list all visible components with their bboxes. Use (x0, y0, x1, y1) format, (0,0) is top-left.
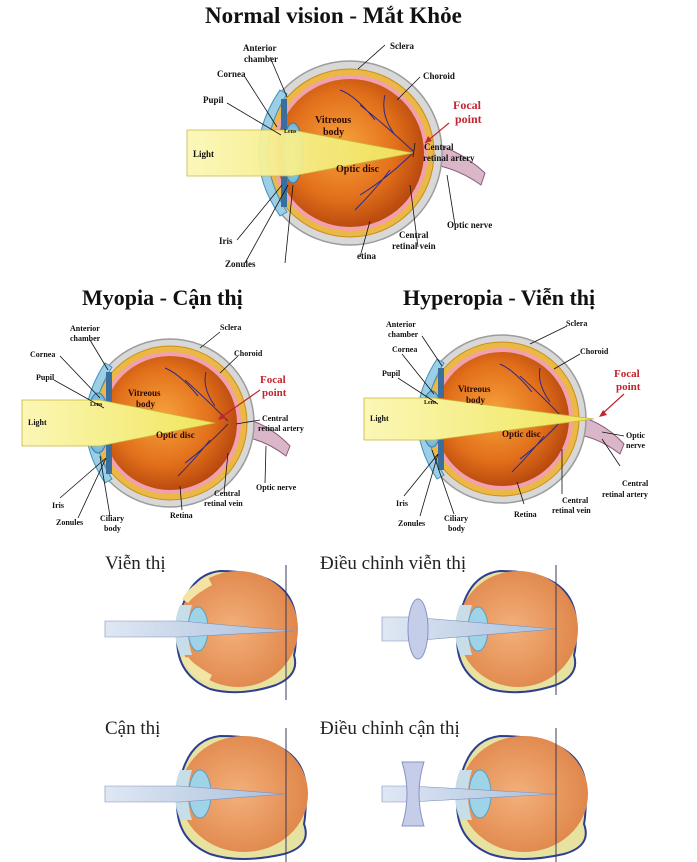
label-central-vein: Central (562, 496, 589, 505)
leader-lines (226, 44, 456, 264)
label-vitreous-body: body (136, 399, 156, 409)
label-focal: Focal (614, 368, 640, 380)
label-choroid: Choroid (423, 71, 455, 81)
label-optic-disc: Optic disc (156, 430, 195, 440)
label-cornea: Cornea (30, 350, 55, 359)
label-pupil: Pupil (382, 369, 401, 378)
label-vitreous: Vitreous (315, 115, 351, 126)
label-central-vein: Central (214, 489, 241, 498)
myopia-eye-diagram: Vitreous body Optic disc Lens Light Ante… (21, 323, 304, 533)
label-point: point (262, 387, 287, 399)
light-beam (186, 129, 414, 177)
label-ciliary: Ciliary (100, 514, 124, 523)
label-ciliary-body: body (104, 524, 121, 533)
label-central: Central (262, 414, 289, 423)
label-retinal-artery: retinal artery (602, 490, 648, 499)
normal-vision-title: Normal vision - Mắt Khỏe (205, 3, 462, 28)
label-vitreous-body: body (323, 127, 344, 138)
label-optic-disc: Optic disc (336, 164, 380, 175)
myopia-corrected-diagram (381, 728, 588, 862)
label-central-vein: Central (399, 230, 429, 240)
label-zonules: Zonules (225, 259, 256, 269)
label-optic-nerve: Optic nerve (256, 483, 297, 492)
label-retina: etina (357, 251, 376, 261)
label-choroid: Choroid (580, 347, 609, 356)
label-lens: Lens (424, 400, 437, 406)
label-sclera: Sclera (220, 323, 241, 332)
label-light: Light (193, 149, 214, 159)
myopia-title: Myopia - Cận thị (82, 285, 243, 310)
label-ciliary: Ciliary (444, 514, 468, 523)
label-choroid: Choroid (234, 349, 263, 358)
label-iris: Iris (396, 499, 408, 508)
label-light: Light (370, 414, 389, 423)
label-light: Light (28, 418, 47, 427)
label-central: Central (622, 479, 649, 488)
label-sclera: Sclera (566, 319, 587, 328)
label-chamber: chamber (70, 334, 101, 343)
caption-hyperopia: Viễn thị (105, 553, 166, 574)
caption-myopia: Cận thị (105, 718, 161, 739)
label-retinal-artery: retinal artery (258, 424, 304, 433)
label-optic-nerve: Optic nerve (447, 220, 492, 230)
iris (281, 99, 287, 133)
label-vitreous-body: body (466, 395, 486, 405)
label-cornea: Cornea (392, 345, 417, 354)
label-chamber: chamber (244, 54, 278, 64)
caption-myopia-corrected: Điều chỉnh cận thị (320, 718, 460, 739)
label-anterior: Anterior (70, 324, 100, 333)
label-focal: Focal (260, 374, 286, 386)
label-retinal-vein: retinal vein (392, 241, 436, 251)
label-retina: Retina (514, 510, 537, 519)
label-anterior: Anterior (243, 43, 277, 53)
label-retinal-vein: retinal vein (204, 499, 243, 508)
label-lens: Lens (284, 129, 297, 135)
label-ciliary-body: body (448, 524, 465, 533)
label-vitreous: Vitreous (128, 388, 161, 398)
label-lens: Lens (90, 402, 103, 408)
label-chamber: chamber (388, 330, 419, 339)
label-iris: Iris (52, 501, 64, 510)
label-point: point (455, 112, 482, 126)
myopia-simple-diagram (104, 728, 308, 862)
retinal-vessels (339, 89, 414, 211)
label-vitreous: Vitreous (458, 384, 491, 394)
hyperopia-simple-diagram (104, 565, 298, 700)
label-pupil: Pupil (36, 373, 55, 382)
label-zonules: Zonules (56, 518, 83, 527)
label-optic-disc: Optic disc (502, 429, 541, 439)
label-zonules: Zonules (398, 519, 425, 528)
label-retina: Retina (170, 511, 193, 520)
concave-lens (401, 761, 425, 827)
label-cornea: Cornea (217, 69, 246, 79)
label-iris: Iris (219, 236, 233, 246)
caption-hyperopia-corrected: Điều chỉnh viễn thị (320, 553, 467, 574)
label-retinal-vein: retinal vein (552, 506, 591, 515)
hyperopia-title: Hyperopia - Viễn thị (403, 285, 596, 310)
label-pupil: Pupil (203, 95, 224, 105)
label-optic: Optic (626, 431, 646, 440)
label-point: point (616, 381, 641, 393)
label-sclera: Sclera (390, 41, 414, 51)
normal-eye-labels: Anterior chamber Cornea Pupil Iris Zonul… (203, 41, 492, 269)
normal-eye-diagram: Vitreous body Optic disc Lens Light (186, 44, 486, 264)
label-retinal-artery: retinal artery (423, 153, 475, 163)
hyperopia-eye-diagram: Vitreous body Optic disc Lens Light Ante… (363, 319, 649, 533)
label-nerve: nerve (626, 441, 646, 450)
label-anterior: Anterior (386, 320, 416, 329)
label-central: Central (424, 142, 454, 152)
hyperopia-corrected-diagram (381, 565, 578, 695)
convex-lens (407, 598, 429, 660)
label-focal: Focal (453, 98, 482, 112)
